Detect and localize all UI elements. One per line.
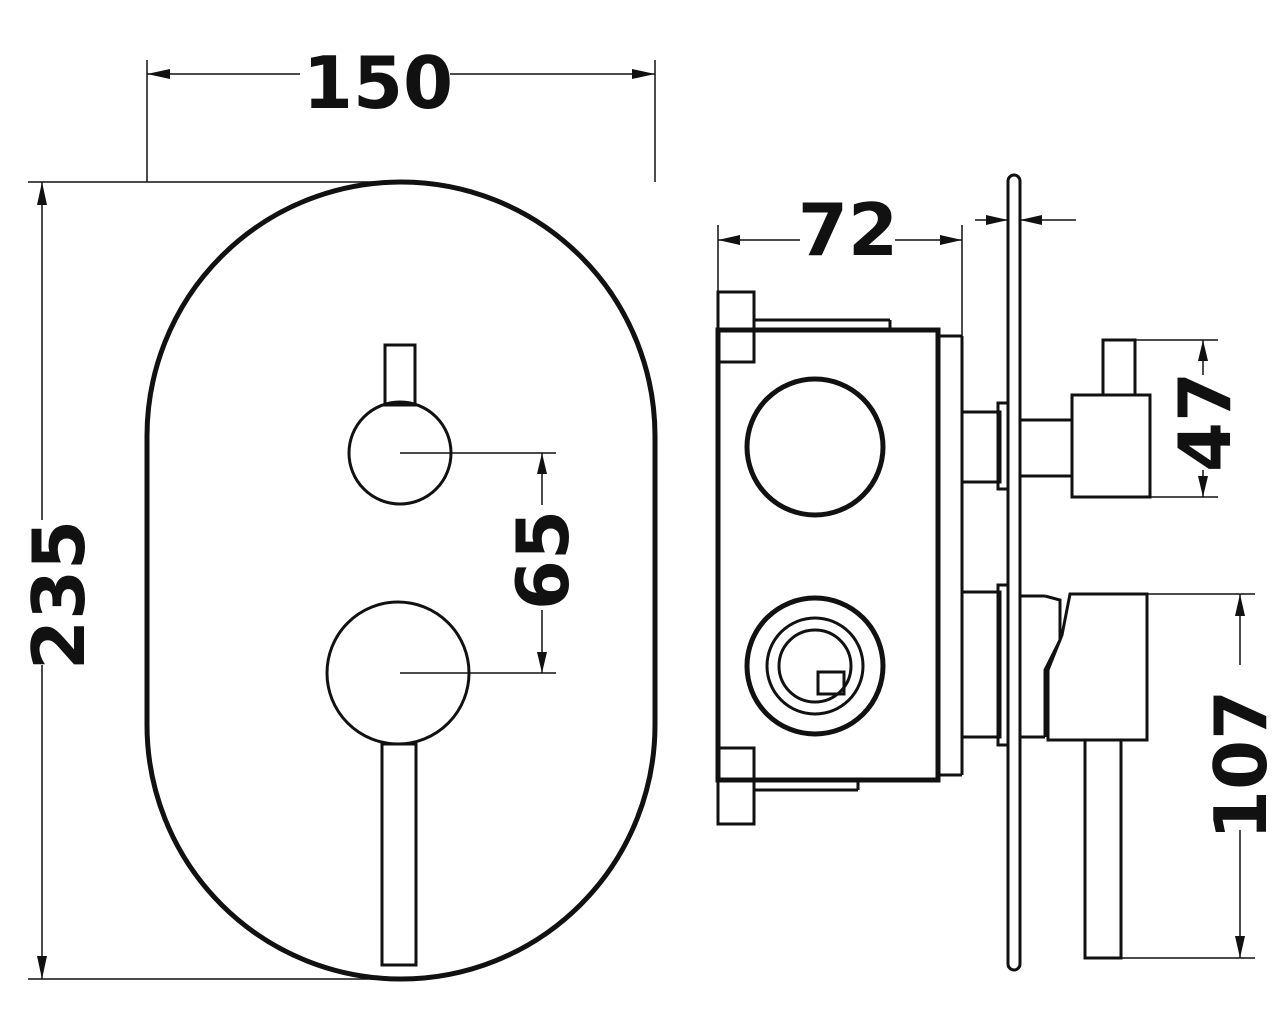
diverter-knob-side <box>1070 338 1152 499</box>
dimension-47: 47 <box>1135 339 1247 498</box>
dim-label-150: 150 <box>303 41 453 125</box>
top-bracket <box>716 290 892 364</box>
diverter-knob <box>347 343 453 506</box>
lower-cartridge <box>960 583 1062 747</box>
dimension-107: 107 <box>1121 593 1280 959</box>
lower-port <box>744 595 886 737</box>
mixer-lever-side <box>1046 592 1149 960</box>
dim-label-235: 235 <box>17 520 101 670</box>
dim-label-65: 65 <box>501 510 585 610</box>
upper-spindle <box>960 401 1072 491</box>
front-view <box>144 179 658 982</box>
dimension-72: 72 <box>717 188 1076 336</box>
side-view <box>715 173 1152 972</box>
mixer-lever <box>325 600 471 967</box>
dimension-235: 235 <box>17 181 400 980</box>
cover-plate-side <box>1006 173 1022 972</box>
upper-port <box>744 376 886 518</box>
dim-label-47: 47 <box>1163 372 1247 472</box>
dimension-150: 150 <box>146 41 656 182</box>
dim-label-107: 107 <box>1199 690 1280 840</box>
bottom-bracket <box>716 746 860 826</box>
dim-label-72: 72 <box>798 188 898 272</box>
cover-plate <box>144 179 658 982</box>
dimension-65: 65 <box>501 453 585 673</box>
valve-body <box>715 327 941 783</box>
